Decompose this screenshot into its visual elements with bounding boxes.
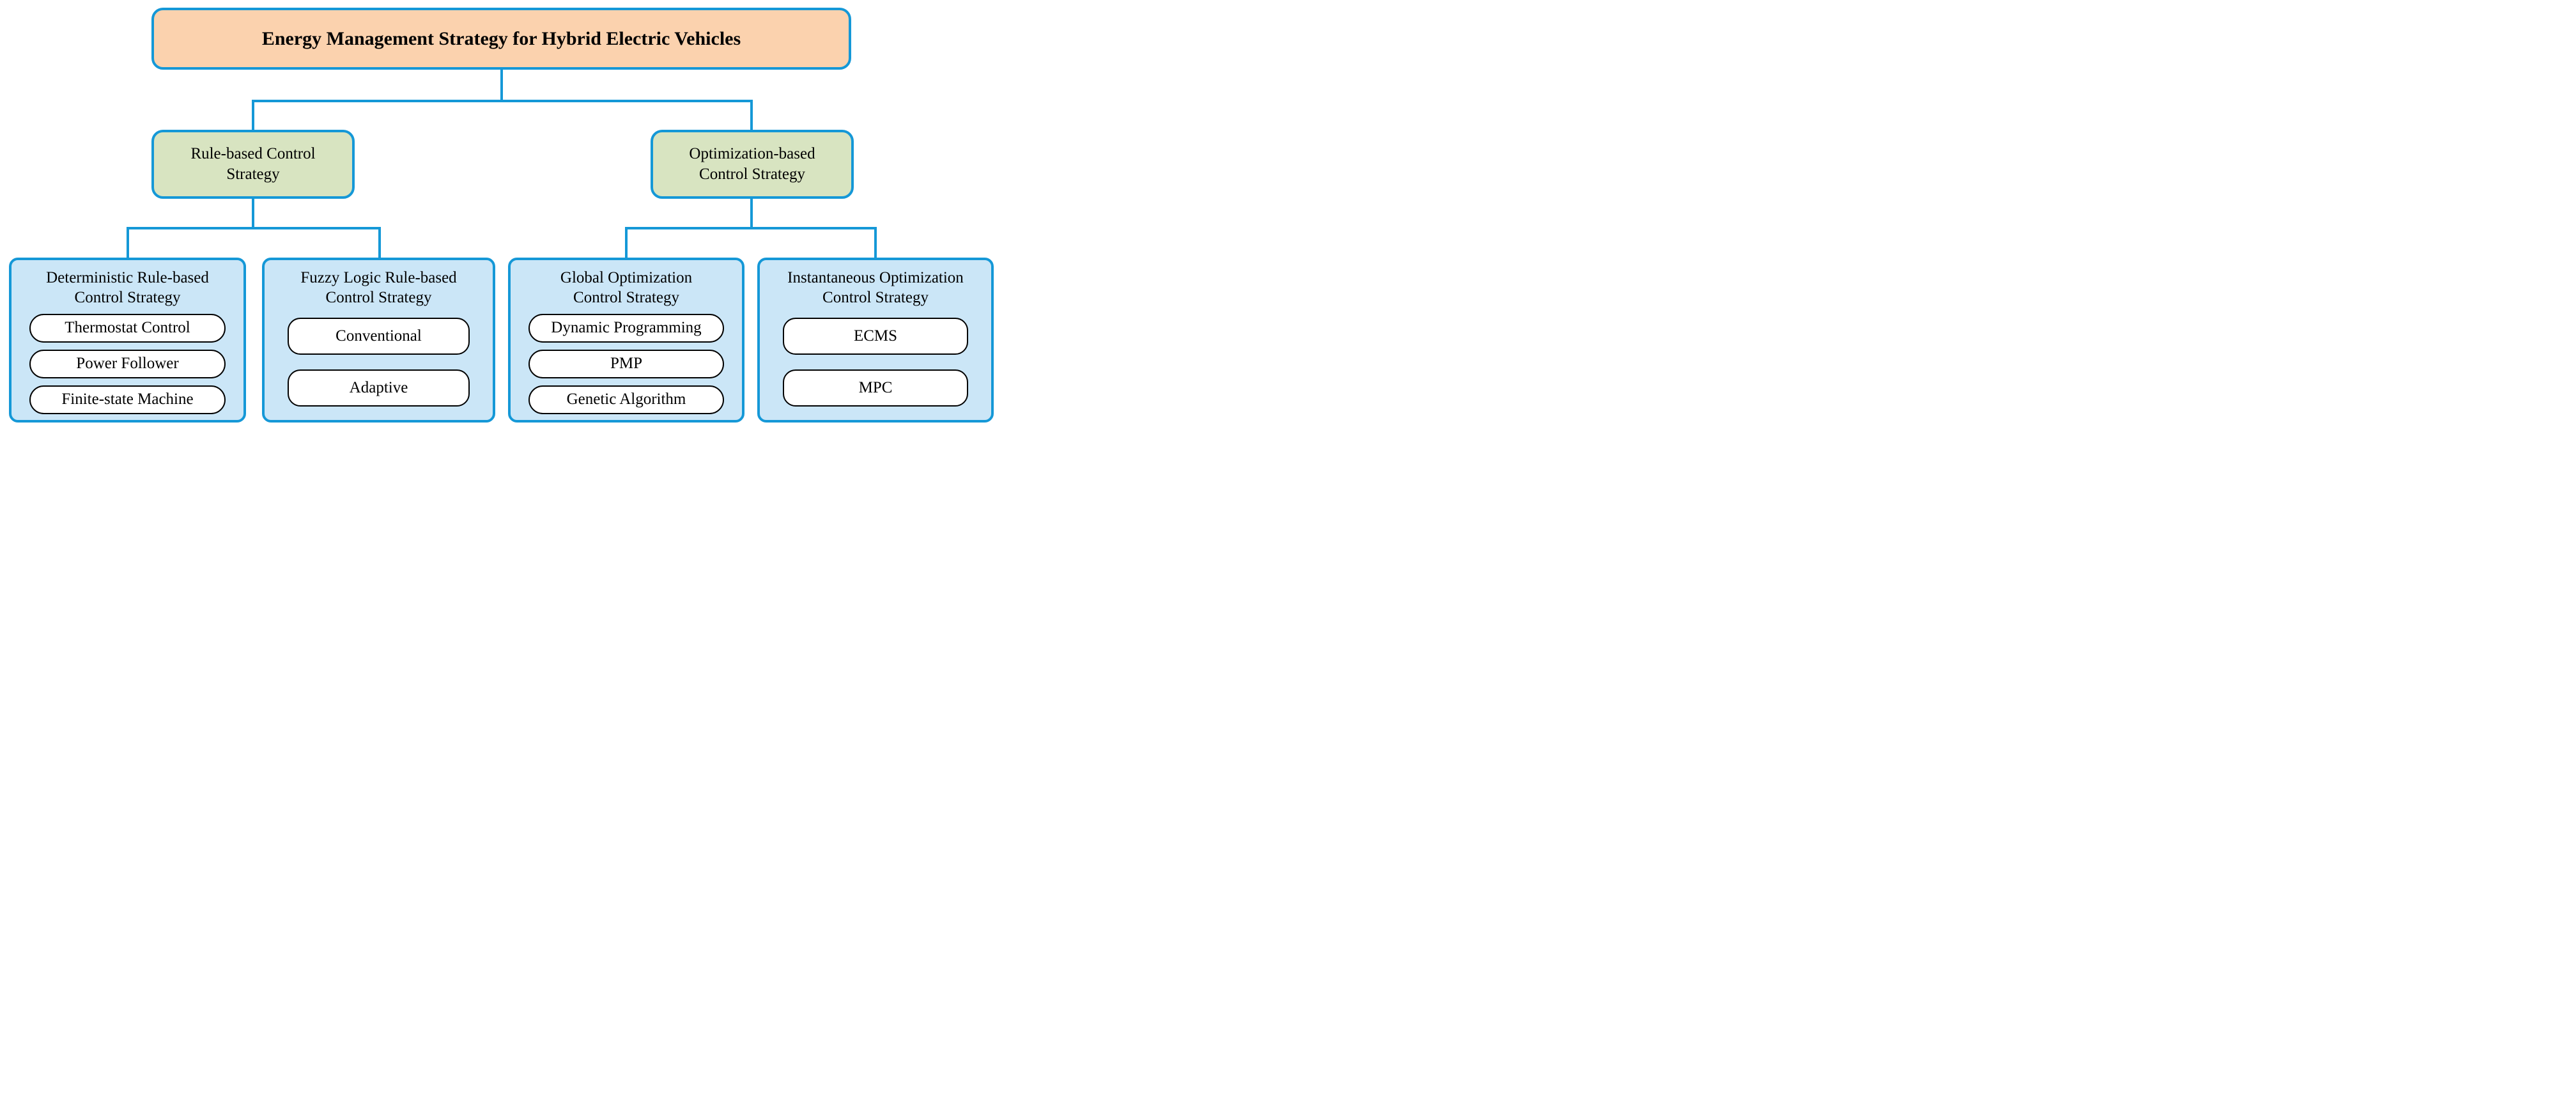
item-thermostat-control: Thermostat Control xyxy=(29,313,226,343)
item-adaptive: Adaptive xyxy=(288,369,470,407)
item-conventional: Conventional xyxy=(288,317,470,355)
branch-node-label: Optimization-based Control Strategy xyxy=(689,144,815,183)
group-items: Thermostat Control Power Follower Finite… xyxy=(12,313,243,414)
group-node-deterministic-rule-based: Deterministic Rule-based Control Strateg… xyxy=(9,258,246,423)
connector-root-trunk xyxy=(500,70,503,101)
item-ecms: ECMS xyxy=(783,317,968,355)
branch-node-label: Rule-based Control Strategy xyxy=(190,144,316,183)
connector-drop-group-fuzzy xyxy=(378,227,381,258)
connector-level1-horizontal xyxy=(252,100,753,102)
group-title: Fuzzy Logic Rule-based Control Strategy xyxy=(300,269,457,307)
branch-node-rule-based: Rule-based Control Strategy xyxy=(151,130,355,199)
connector-drop-group-global xyxy=(625,227,628,258)
connector-branch-rule-based-trunk xyxy=(252,199,254,229)
item-pmp: PMP xyxy=(528,349,724,378)
item-power-follower: Power Follower xyxy=(29,349,226,378)
group-items: ECMS MPC xyxy=(760,317,991,407)
group-title: Global Optimization Control Strategy xyxy=(560,269,693,307)
group-title: Instantaneous Optimization Control Strat… xyxy=(787,269,964,307)
connector-drop-group-instantaneous xyxy=(874,227,877,258)
hev-energy-management-diagram: Energy Management Strategy for Hybrid El… xyxy=(0,0,1002,431)
group-title: Deterministic Rule-based Control Strateg… xyxy=(46,269,209,307)
group-items: Dynamic Programming PMP Genetic Algorith… xyxy=(511,313,742,414)
item-mpc: MPC xyxy=(783,369,968,407)
root-node-label: Energy Management Strategy for Hybrid El… xyxy=(261,27,741,49)
connector-drop-branch-rule-based xyxy=(252,100,254,130)
root-node-energy-management: Energy Management Strategy for Hybrid El… xyxy=(151,8,851,70)
connector-drop-group-deterministic xyxy=(127,227,129,258)
branch-node-optimization-based: Optimization-based Control Strategy xyxy=(651,130,854,199)
connector-drop-branch-optimization xyxy=(750,100,753,130)
item-genetic-algorithm: Genetic Algorithm xyxy=(528,385,724,414)
group-node-instantaneous-optimization: Instantaneous Optimization Control Strat… xyxy=(757,258,994,423)
item-dynamic-programming: Dynamic Programming xyxy=(528,313,724,343)
group-items: Conventional Adaptive xyxy=(265,317,493,407)
connector-branch-optimization-trunk xyxy=(750,199,753,229)
group-node-global-optimization: Global Optimization Control Strategy Dyn… xyxy=(508,258,744,423)
connector-right-split-horizontal xyxy=(625,227,877,229)
item-finite-state-machine: Finite-state Machine xyxy=(29,385,226,414)
group-node-fuzzy-logic-rule-based: Fuzzy Logic Rule-based Control Strategy … xyxy=(262,258,495,423)
connector-left-split-horizontal xyxy=(127,227,381,229)
